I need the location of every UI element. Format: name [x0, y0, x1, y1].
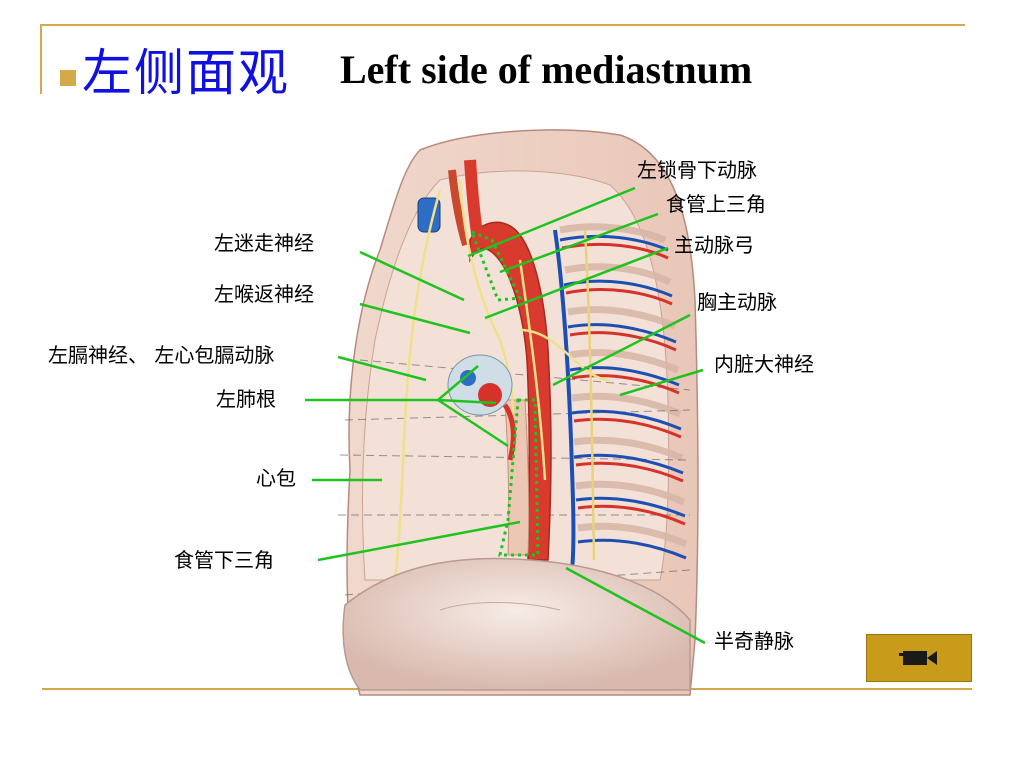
sympathetic-trunk — [583, 229, 596, 561]
nerves — [393, 179, 611, 581]
label-greater-splanchnic-nerve: 内脏大神经 — [714, 352, 814, 376]
title-english: Left side of mediastnum — [340, 46, 753, 92]
intercostal-vessels — [559, 234, 687, 560]
diaphragm-shape — [342, 557, 691, 691]
slide-title: 左侧面观 Left side of mediastnum — [60, 34, 752, 104]
label-left-lung-root: 左肺根 — [216, 387, 276, 411]
label-left-recurrent-laryngeal-nerve: 左喉返神经 — [214, 282, 314, 306]
label-upper-esophageal-triangle: 食管上三角 — [666, 192, 766, 216]
label-left-subclavian-artery: 左锁骨下动脉 — [637, 158, 757, 182]
lung-root-shape — [447, 354, 513, 416]
left-rule — [40, 24, 42, 94]
label-left-vagus-nerve: 左迷走神经 — [214, 231, 314, 255]
leader-lines — [305, 186, 706, 645]
title-chinese: 左侧面观 — [82, 44, 290, 102]
top-rule — [40, 24, 965, 26]
label-pericardium: 心包 — [256, 466, 296, 490]
nav-video-button[interactable] — [866, 634, 972, 682]
label-aortic-arch: 主动脉弓 — [674, 233, 754, 257]
label-lower-esophageal-triangle: 食管下三角 — [174, 548, 274, 572]
label-thoracic-aorta: 胸主动脉 — [697, 290, 777, 314]
ribs — [559, 223, 688, 548]
label-hemiazygos-vein: 半奇静脉 — [714, 629, 794, 653]
upper-esophageal-triangle-outline — [469, 229, 523, 302]
camera-icon — [899, 651, 937, 665]
bullet-square-icon — [60, 70, 76, 86]
lower-esophageal-triangle-outline — [498, 398, 540, 557]
label-left-phrenic-nerve: 左膈神经、 左心包膈动脉 — [48, 343, 275, 367]
